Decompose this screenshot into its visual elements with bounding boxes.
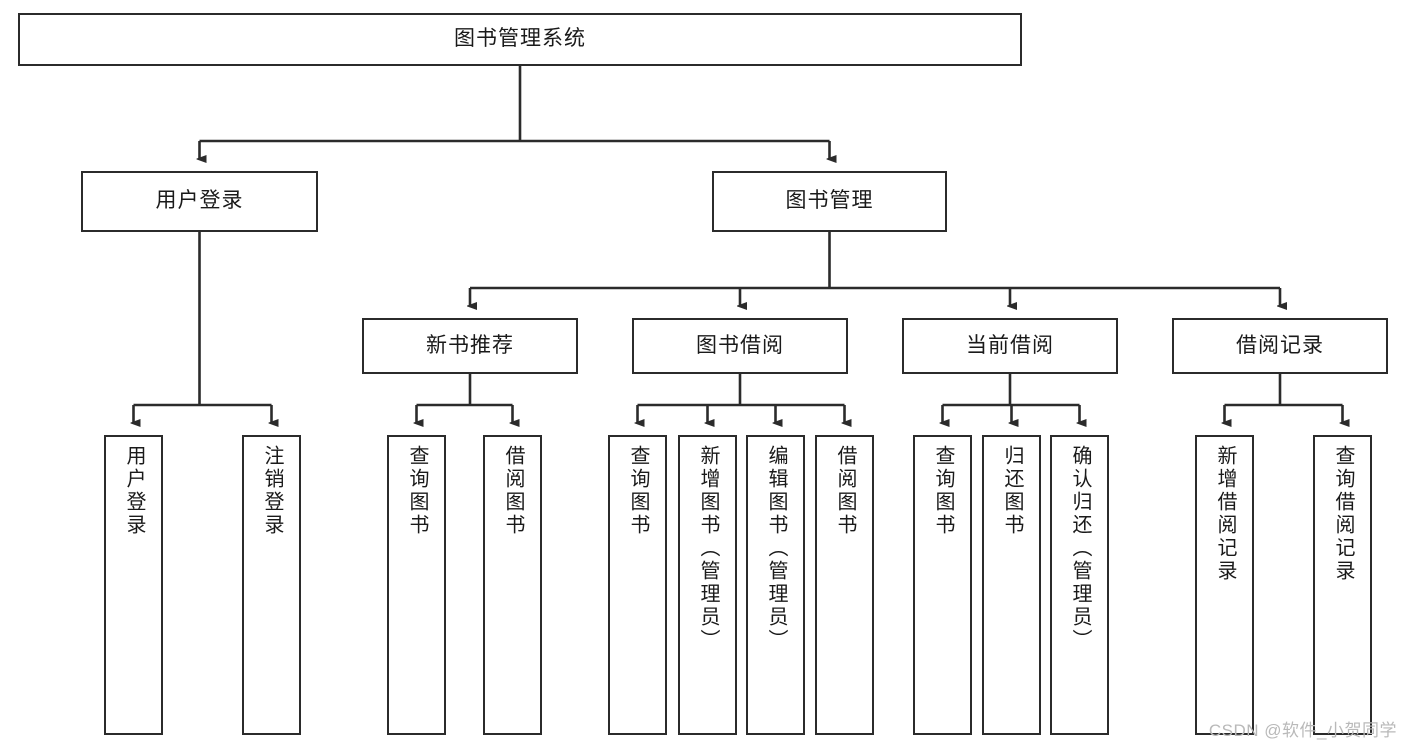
node-leaf-user-login[interactable]: 用户登录 — [104, 435, 163, 735]
node-user-login[interactable]: 用户登录 — [81, 171, 318, 232]
node-label: 借阅图书 — [502, 445, 524, 537]
node-label: 编辑图书（管理员） — [765, 445, 787, 652]
node-label: 查询图书 — [932, 445, 954, 537]
node-label: 查询图书 — [406, 445, 428, 537]
node-label: 注销登录 — [261, 445, 283, 537]
node-label: 用户登录 — [155, 189, 244, 213]
node-label: 当前借阅 — [966, 333, 1054, 357]
node-label: 确认归还（管理员） — [1069, 445, 1091, 652]
node-leaf-add-borrow-record[interactable]: 新增借阅记录 — [1195, 435, 1254, 735]
node-label: 借阅记录 — [1236, 333, 1324, 357]
node-leaf-query-book-borrow[interactable]: 查询图书 — [608, 435, 667, 735]
node-leaf-add-book[interactable]: 新增图书（管理员） — [678, 435, 737, 735]
node-leaf-query-book-recommend[interactable]: 查询图书 — [387, 435, 446, 735]
node-leaf-return-book[interactable]: 归还图书 — [982, 435, 1041, 735]
node-root[interactable]: 图书管理系统 — [18, 13, 1022, 66]
connector-trunk — [416, 374, 513, 407]
node-label: 查询借阅记录 — [1332, 445, 1354, 583]
node-label: 用户登录 — [123, 445, 145, 537]
connector-trunk — [1224, 374, 1343, 407]
node-label: 新增借阅记录 — [1214, 445, 1236, 583]
node-leaf-logout[interactable]: 注销登录 — [242, 435, 301, 735]
node-leaf-confirm-return[interactable]: 确认归还（管理员） — [1050, 435, 1109, 735]
connector-trunk — [637, 374, 845, 407]
node-borrow-record[interactable]: 借阅记录 — [1172, 318, 1388, 374]
node-label: 借阅图书 — [834, 445, 856, 537]
node-label: 图书管理系统 — [454, 27, 586, 51]
connector-trunk — [942, 374, 1080, 407]
node-leaf-edit-book[interactable]: 编辑图书（管理员） — [746, 435, 805, 735]
node-leaf-query-book-current[interactable]: 查询图书 — [913, 435, 972, 735]
node-label: 图书借阅 — [696, 333, 784, 357]
node-book-borrow[interactable]: 图书借阅 — [632, 318, 848, 374]
connector-trunk — [199, 66, 830, 143]
connector-trunk — [133, 232, 272, 407]
connector-trunk — [470, 232, 1280, 290]
watermark: CSDN @软件_小贺同学 — [1208, 721, 1397, 740]
node-new-book-recommend[interactable]: 新书推荐 — [362, 318, 578, 374]
node-label: 归还图书 — [1001, 445, 1023, 537]
node-book-management[interactable]: 图书管理 — [712, 171, 947, 232]
node-leaf-query-borrow-record[interactable]: 查询借阅记录 — [1313, 435, 1372, 735]
node-leaf-borrow-book[interactable]: 借阅图书 — [815, 435, 874, 735]
node-leaf-borrow-book-recommend[interactable]: 借阅图书 — [483, 435, 542, 735]
node-label: 新增图书（管理员） — [697, 445, 719, 652]
node-label: 新书推荐 — [426, 333, 514, 357]
node-label: 查询图书 — [627, 445, 649, 537]
node-label: 图书管理 — [785, 189, 874, 213]
node-current-borrow[interactable]: 当前借阅 — [902, 318, 1118, 374]
